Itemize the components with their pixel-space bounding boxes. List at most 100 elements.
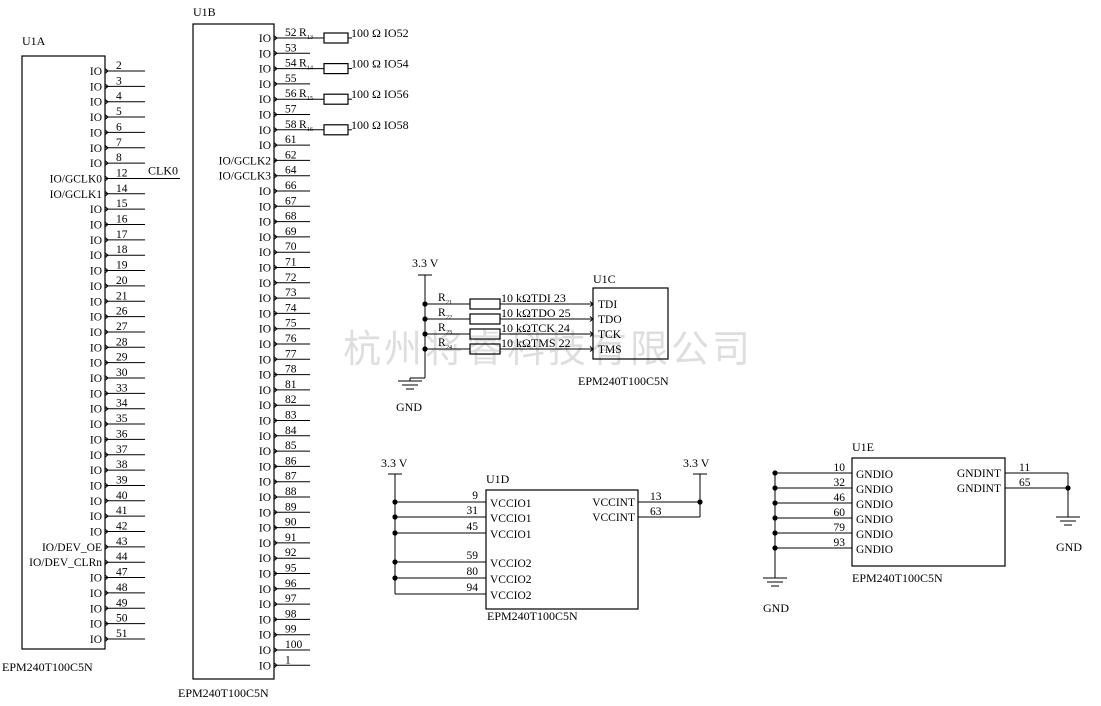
u1b-pin-number: 95: [285, 563, 297, 575]
u1b-resistor-sub: 14: [307, 66, 313, 72]
u1b-resistor-sub: 13: [307, 35, 313, 41]
u1b-pin-name: IO: [259, 660, 271, 672]
u1e-pin-number: 60: [834, 507, 846, 519]
u1a-pin-name: IO/DEV_OE: [42, 542, 102, 554]
u1a-pin-name: IO: [90, 143, 102, 155]
resistor-body: [323, 62, 349, 75]
u1d-pin-name: VCCINT: [592, 497, 635, 509]
u1a-pin-name: IO: [90, 235, 102, 247]
u1b-pin-number: 1: [285, 654, 291, 666]
u1e-pin-number: 10: [834, 462, 846, 474]
u1b-pin-name: IO: [259, 461, 271, 473]
u1a-pin-name: IO: [90, 388, 102, 400]
u1b-pin-name: IO: [259, 308, 271, 320]
u1b-pin-name: IO: [259, 263, 271, 275]
u1d-box: [485, 489, 639, 610]
u1e-pin-name: GNDIO: [856, 484, 893, 496]
u1b-resistor-label: 100 Ω IO52: [351, 26, 409, 40]
u1c-resistor-ref: R: [438, 322, 446, 334]
u1c-resistor-ref: R: [438, 292, 446, 304]
u1b-pin-number: 90: [285, 517, 297, 529]
u1a-pin-number: 18: [116, 244, 128, 256]
u1b-pin-number: 89: [285, 501, 297, 513]
u1e-box: [851, 457, 1006, 567]
u1a-pin-name: IO/DEV_CLRn: [29, 557, 102, 569]
u1b-resistor-ref: R: [299, 119, 307, 131]
u1b-pin-number: 69: [285, 226, 297, 238]
u1b-pin-number: 62: [285, 149, 297, 161]
u1c-resistor-sub: 21: [446, 300, 452, 306]
u1a-pin-name: IO: [90, 250, 102, 262]
u1d-supply-right: 3.3 V: [683, 456, 710, 470]
u1b-pin-name: IO: [259, 79, 271, 91]
u1a-pin-number: 3: [116, 75, 122, 87]
watermark: 杭州将睿科技有限公司: [343, 327, 753, 371]
u1a-pin-number: 39: [116, 474, 128, 486]
u1a-clk-net: CLK0: [148, 163, 178, 177]
u1b-pin-name: IO: [259, 140, 271, 152]
resistor-body: [469, 313, 501, 325]
u1a-pin-name: IO/GCLK0: [50, 173, 103, 185]
u1a-pin-name: IO: [90, 496, 102, 508]
u1b-pin-name: IO: [259, 385, 271, 397]
u1a-pin-number: 40: [116, 490, 128, 502]
u1b-pin-number: 98: [285, 608, 297, 620]
pin-marker: [589, 331, 594, 337]
u1b-resistor-ref: R: [299, 27, 307, 39]
junction-dot: [697, 499, 703, 505]
u1b-pin-name: IO: [259, 630, 271, 642]
u1b-pin-name: IO: [259, 538, 271, 550]
u1b-pin-number: 97: [285, 593, 297, 605]
u1a-pin-name: IO: [90, 220, 102, 232]
u1b-pin-name: IO: [259, 324, 271, 336]
u1c-resistor-sub: 22: [446, 315, 452, 321]
u1b-pin-name: IO: [259, 492, 271, 504]
u1a-pin-number: 44: [116, 551, 128, 563]
u1a-pin-number: 36: [116, 428, 128, 440]
u1b-pin-name: IO: [259, 416, 271, 428]
u1c-box: [592, 287, 669, 360]
u1b-pin-number: 76: [285, 333, 297, 345]
u1b-pin-name: IO: [259, 94, 271, 106]
u1a-pin-number: 47: [116, 567, 128, 579]
u1b-pin-number: 68: [285, 211, 297, 223]
u1b-pin-name: IO: [259, 247, 271, 259]
u1c-part: EPM240T100C5N: [578, 374, 669, 388]
u1d-part: EPM240T100C5N: [487, 609, 578, 623]
u1c-pin-name: TMS: [598, 344, 622, 356]
u1a-pin-name: IO: [90, 419, 102, 431]
u1a-pin-number: 7: [116, 137, 122, 149]
u1a-box: [21, 55, 106, 650]
u1a-pin-name: IO: [90, 588, 102, 600]
u1a-pin-number: 2: [116, 60, 122, 72]
u1c-gnd-label: GND: [396, 400, 422, 414]
resistor-body: [469, 298, 501, 310]
u1a-pin-number: 35: [116, 413, 128, 425]
u1b-pin-number: 96: [285, 578, 297, 590]
u1b-resistor-sub: 15: [307, 96, 313, 102]
u1a-pin-number: 30: [116, 367, 128, 379]
u1a-pin-name: IO: [90, 312, 102, 324]
u1b-pin-name: IO: [259, 569, 271, 581]
u1e-gnd-right-label: GND: [1056, 540, 1082, 554]
u1d-pin-name: VCCIO1: [490, 513, 532, 525]
u1c-pin-name: TDO: [598, 314, 622, 326]
u1b-pin-number: 100: [285, 639, 303, 651]
u1b-pin-name: IO: [259, 400, 271, 412]
u1a-ref: U1A: [22, 34, 46, 48]
u1b-pin-name: IO: [259, 339, 271, 351]
u1a-pin-name: IO: [90, 527, 102, 539]
u1a-pin-number: 41: [116, 505, 128, 517]
u1a-pin-name: IO: [90, 296, 102, 308]
u1a-pin-name: IO: [90, 342, 102, 354]
u1e-pin-number: 11: [1019, 462, 1030, 474]
u1b-pin-name: IO: [259, 110, 271, 122]
u1a-part: EPM240T100C5N: [2, 660, 93, 674]
u1e-gnd-left-label: GND: [763, 601, 789, 615]
u1b-pin-number: 87: [285, 471, 297, 483]
u1b-pin-number: 84: [285, 425, 297, 437]
u1a-pin-number: 8: [116, 152, 122, 164]
u1b-pin-number: 82: [285, 394, 297, 406]
u1b-pin-number: 61: [285, 134, 297, 146]
